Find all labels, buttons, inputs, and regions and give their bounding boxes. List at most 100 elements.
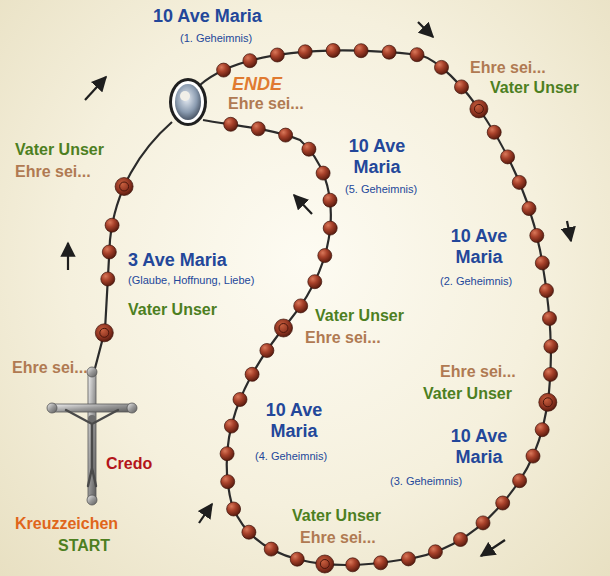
rosary-bead xyxy=(316,166,330,180)
prayer-count-label: 10 Ave Maria xyxy=(338,136,416,178)
rosary-bead xyxy=(290,552,304,566)
rosary-bead xyxy=(374,556,388,570)
rosary-bead xyxy=(105,218,119,232)
rosary-bead xyxy=(101,272,115,286)
rosary-bead xyxy=(454,533,468,547)
rosary-bead xyxy=(224,419,238,433)
mystery-label: (1. Geheimnis) xyxy=(180,32,252,45)
rosary-bead xyxy=(543,312,557,326)
rosary-bead xyxy=(428,545,442,559)
rosary-bead xyxy=(323,221,337,235)
glory-be-label: Ehre sei... xyxy=(228,94,304,113)
rosary-cord xyxy=(200,50,551,564)
rosary-bead xyxy=(270,48,284,62)
rosary-bead xyxy=(279,128,293,142)
our-father-bead xyxy=(275,319,293,337)
rosary-bead xyxy=(354,44,368,58)
prayer-count-label: 10 Ave Maria xyxy=(440,426,518,468)
bead-rose-mark xyxy=(100,328,109,337)
our-father-label: Vater Unser xyxy=(292,506,381,525)
rosary-bead xyxy=(513,474,527,488)
mystery-label: (3. Geheimnis) xyxy=(390,475,462,488)
our-father-label: START xyxy=(58,536,110,555)
glory-be-label: Ehre sei... xyxy=(12,358,88,377)
our-father-label: Vater Unser xyxy=(423,384,512,403)
rosary-bead xyxy=(522,202,536,216)
rosary-bead xyxy=(294,299,308,313)
rosary-bead xyxy=(302,142,316,156)
sign-of-cross-label: Kreuzzeichen xyxy=(15,514,118,533)
our-father-label: Vater Unser xyxy=(128,300,217,319)
rosary-bead xyxy=(227,502,241,516)
mystery-label: (4. Geheimnis) xyxy=(255,450,327,463)
rosary-bead xyxy=(512,175,526,189)
bead-rose-mark xyxy=(474,104,483,113)
rosary-bead xyxy=(476,516,490,530)
pendant-cord xyxy=(94,122,172,372)
glory-be-label: Ehre sei... xyxy=(15,162,91,181)
rosary-bead xyxy=(410,48,424,62)
rosary-bead xyxy=(260,344,274,358)
rosary-bead xyxy=(221,475,235,489)
rosary-bead xyxy=(535,423,549,437)
rosary-bead xyxy=(318,249,332,263)
our-father-label: Vater Unser xyxy=(490,78,579,97)
rosary-bead xyxy=(535,256,549,270)
bead-rose-mark xyxy=(543,398,552,407)
rosary-bead xyxy=(501,150,515,164)
end-label: ENDE xyxy=(232,74,282,94)
rosary-bead xyxy=(530,229,544,243)
rosary-bead xyxy=(224,117,238,131)
our-father-bead xyxy=(95,324,113,342)
mystery-label: (Glaube, Hoffnung, Liebe) xyxy=(128,274,254,287)
glory-be-label: Ehre sei... xyxy=(440,362,516,381)
rosary-bead xyxy=(220,447,234,461)
crucifix xyxy=(47,367,137,505)
rosary-bead xyxy=(323,193,337,207)
rosary-bead xyxy=(242,525,256,539)
rosary-bead xyxy=(487,125,501,139)
rosary-bead xyxy=(382,45,396,59)
rosary-bead xyxy=(544,339,558,353)
bead-group xyxy=(95,44,558,574)
bead-rose-mark xyxy=(320,560,329,569)
direction-arrows xyxy=(68,22,571,556)
mystery-label: (2. Geheimnis) xyxy=(440,275,512,288)
rosary-bead xyxy=(298,45,312,59)
prayer-count-label: 10 Ave Maria xyxy=(255,400,333,442)
rosary-bead xyxy=(245,367,259,381)
our-father-label: Vater Unser xyxy=(15,140,104,159)
rosary-bead xyxy=(217,63,231,77)
rosary-bead xyxy=(326,44,340,58)
bead-rose-mark xyxy=(120,182,129,191)
rosary-bead xyxy=(233,393,247,407)
glory-be-label: Ehre sei... xyxy=(300,528,376,547)
glory-be-label: Ehre sei... xyxy=(470,58,546,77)
our-father-bead xyxy=(115,178,133,196)
prayer-count-label: 10 Ave Maria xyxy=(440,226,518,268)
bead-rose-mark xyxy=(279,324,288,333)
rosary-bead xyxy=(401,552,415,566)
rosary-bead xyxy=(544,367,558,381)
rosary-bead xyxy=(455,80,469,94)
rosary-bead xyxy=(346,558,360,572)
medallion xyxy=(169,78,207,126)
rosary-bead xyxy=(251,122,265,136)
rosary-bead xyxy=(435,60,449,74)
our-father-bead xyxy=(316,555,334,573)
our-father-bead xyxy=(539,393,557,411)
rosary-bead xyxy=(526,449,540,463)
rosary-bead xyxy=(540,284,554,298)
prayer-count-label: 10 Ave Maria xyxy=(153,6,262,27)
our-father-label: Vater Unser xyxy=(315,306,404,325)
creed-label: Credo xyxy=(106,454,152,473)
prayer-count-label: 3 Ave Maria xyxy=(128,250,227,271)
our-father-bead xyxy=(470,100,488,118)
mystery-label: (5. Geheimnis) xyxy=(345,183,417,196)
rosary-bead xyxy=(243,54,257,68)
glory-be-label: Ehre sei... xyxy=(305,328,381,347)
rosary-bead xyxy=(308,275,322,289)
rosary-bead xyxy=(496,496,510,510)
